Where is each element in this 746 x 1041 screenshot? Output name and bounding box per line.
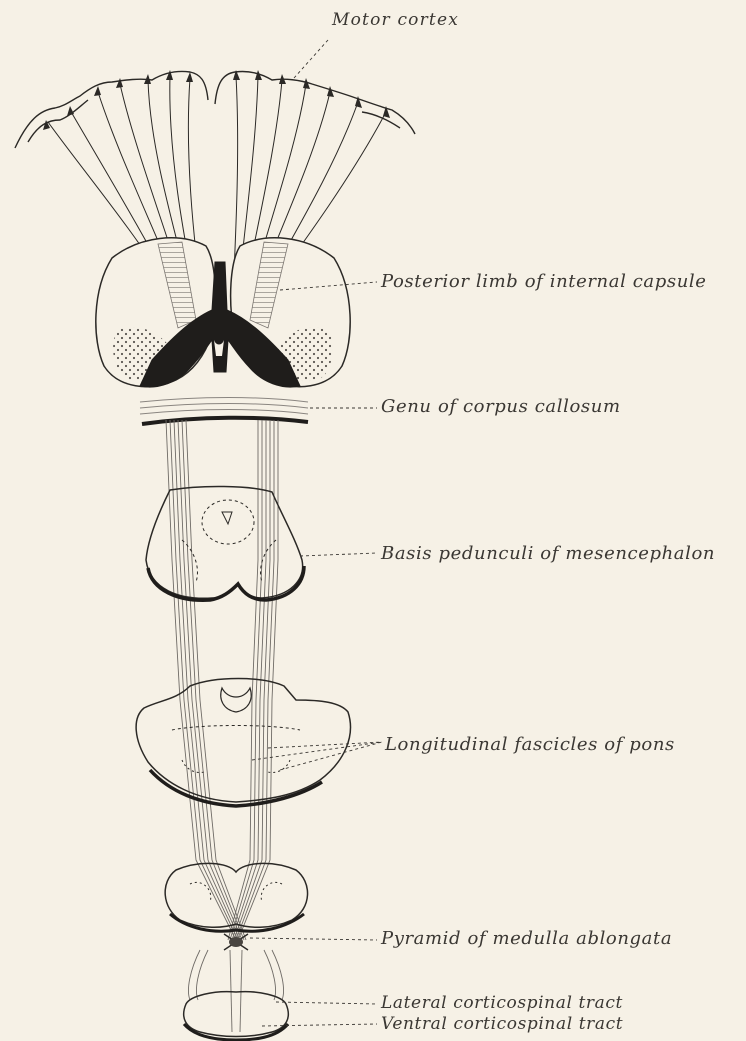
label-motor-cortex: Motor cortex — [332, 12, 459, 29]
leader-ventral-tract — [262, 1024, 377, 1026]
label-lateral-tract: Lateral corticospinal tract — [381, 995, 623, 1012]
corpus-callosum — [140, 398, 308, 425]
spinal-cord-section — [184, 950, 289, 1040]
medulla-section — [165, 863, 307, 950]
label-internal-capsule: Posterior limb of internal capsule — [381, 273, 707, 291]
leader-pyramid — [250, 938, 377, 940]
leader-pons-2 — [280, 742, 382, 770]
leader-basis-pedunculi — [300, 553, 377, 556]
cortex-arrowheads — [43, 70, 390, 130]
leader-lateral-tract — [276, 1002, 377, 1004]
label-basis-pedunculi: Basis pedunculi of mesencephalon — [381, 545, 715, 563]
pons-section — [136, 679, 350, 807]
label-pyramid: Pyramid of medulla ablongata — [381, 930, 672, 948]
leader-motor-cortex — [294, 40, 328, 78]
brain-hemisphere-section — [96, 238, 350, 387]
label-pons: Longitudinal fascicles of pons — [385, 736, 675, 754]
leader-pons-1 — [268, 742, 382, 748]
label-corpus-callosum: Genu of corpus callosum — [381, 398, 621, 416]
label-ventral-tract: Ventral corticospinal tract — [381, 1016, 623, 1033]
